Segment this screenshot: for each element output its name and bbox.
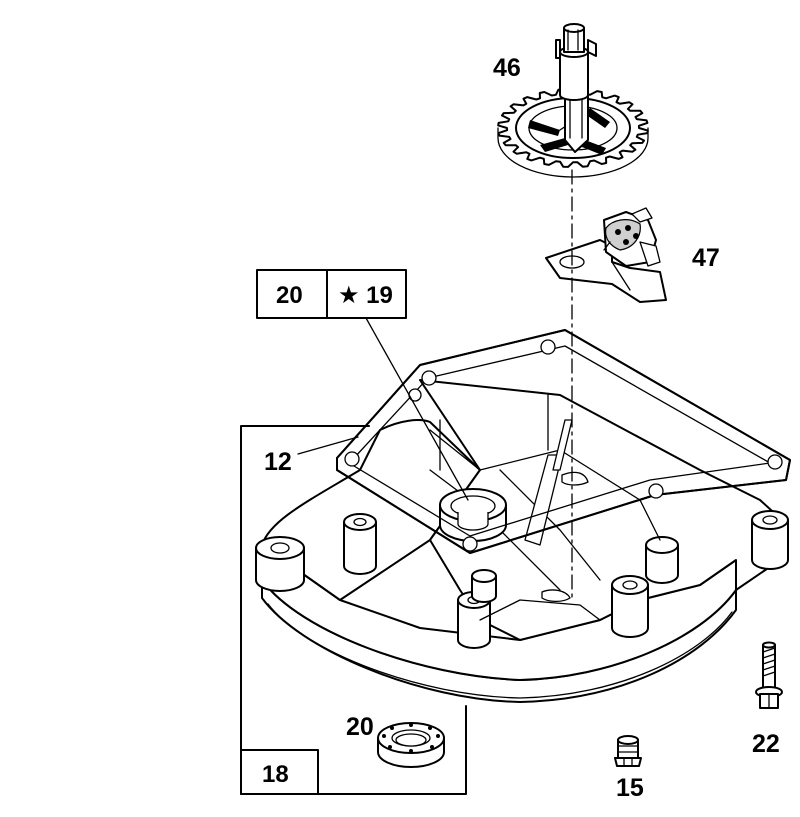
label-47: 47: [692, 244, 720, 272]
crankshaft-bearing-boss: [439, 488, 507, 542]
bolt-bosses: [255, 510, 789, 649]
gasket-bolt-holes: [344, 339, 783, 552]
part-15-drain-plug: [614, 735, 642, 767]
sump-gasket: [336, 329, 791, 554]
reference-box-20-19: [256, 269, 407, 319]
kit-label-18: 18: [262, 761, 289, 788]
part-20-oil-seal: [377, 722, 445, 768]
callout-labels: 46 47 12 20 22 15 20 ★ 19 18: [262, 54, 780, 802]
label-22: 22: [752, 730, 780, 758]
part-46-cam-gear: [497, 23, 649, 178]
box-label-20: 20: [276, 282, 303, 309]
label-15: 15: [616, 774, 644, 802]
box-label-star-19: ★ 19: [338, 282, 393, 309]
label-12: 12: [264, 448, 292, 476]
label-46: 46: [493, 54, 521, 82]
part-47-governor-bracket: [545, 207, 667, 303]
label-20-seal: 20: [346, 713, 374, 741]
kit-18-bracket: [240, 425, 467, 795]
crankcase-sump-cover: [255, 379, 789, 703]
part-22-flange-bolt: [755, 641, 783, 709]
leader-lines: [297, 317, 469, 501]
